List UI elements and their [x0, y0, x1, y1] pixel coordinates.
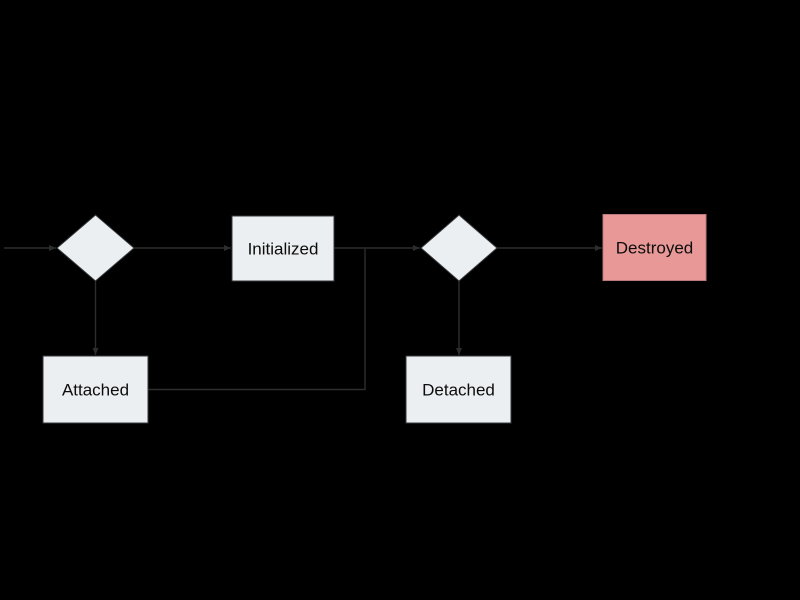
detached-node — [405, 355, 512, 424]
detached-node-label: Detached — [422, 381, 495, 400]
decision-diamond-2 — [420, 214, 498, 282]
initialized-node-label: Initialized — [248, 240, 319, 259]
destroyed-node — [602, 214, 707, 281]
decision-diamond-1 — [56, 214, 135, 282]
attached-node-label: Attached — [62, 381, 129, 400]
attached-node — [42, 355, 149, 424]
initialized-node — [231, 215, 335, 282]
edge-attached-to-decision-2 — [148, 248, 366, 391]
destroyed-node-label: Destroyed — [616, 239, 693, 258]
